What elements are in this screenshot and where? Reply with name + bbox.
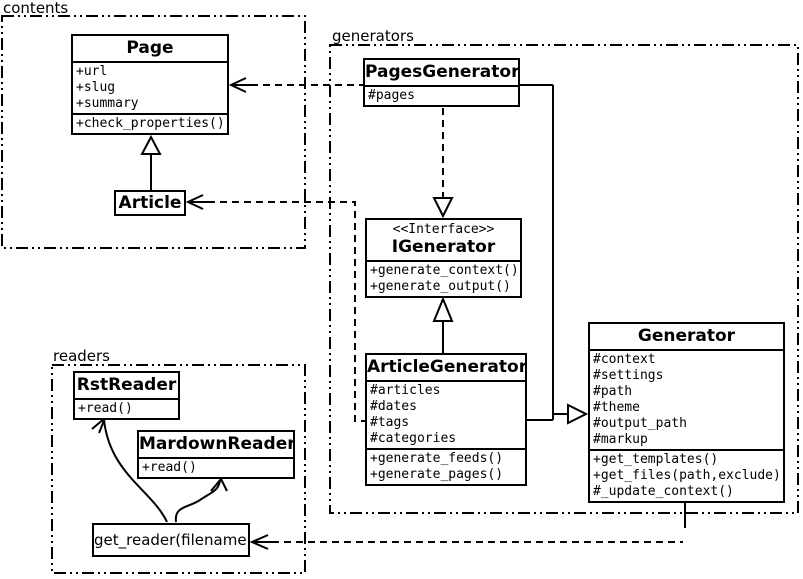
class-attributes-page: +url +slug +summary: [73, 61, 227, 113]
method: +get_templates(): [593, 452, 719, 467]
class-box-pagesgenerator: PagesGenerator #pages: [363, 58, 520, 107]
method: +read(): [78, 401, 133, 416]
attribute: #pages: [368, 88, 415, 103]
attribute: #categories: [370, 431, 457, 446]
class-title-page: Page: [126, 38, 174, 58]
inheritance-generators-to-generator: [520, 84, 589, 425]
class-title-articlegenerator: ArticleGenerator: [367, 357, 525, 377]
stereotype-interface: <<Interface>>: [392, 222, 495, 237]
class-methods-igenerator: +generate_context() +generate_output(): [367, 260, 520, 296]
dependency-articlegenerator-to-article: [185, 194, 365, 422]
class-methods-articlegenerator: +generate_feeds() +generate_pages(): [367, 448, 525, 484]
class-title-mardownreader: MardownReader: [139, 434, 293, 454]
package-label-contents: contents: [3, 0, 69, 17]
class-attributes-generator: #context #settings #path #theme #output_…: [590, 349, 783, 449]
method: #_update_context(): [593, 484, 734, 499]
inheritance-articlegenerator-to-igenerator: [432, 296, 454, 353]
attribute: #path: [593, 384, 633, 399]
class-methods-generator: +get_templates() +get_files(path,exclude…: [590, 449, 783, 501]
inheritance-article-to-page: [140, 134, 162, 190]
attribute: +url: [76, 64, 108, 79]
attribute: #markup: [593, 432, 648, 447]
attribute: +slug: [76, 80, 116, 95]
method: +generate_output(): [370, 279, 511, 294]
class-methods-page: +check_properties(): [73, 113, 227, 133]
class-box-page: Page +url +slug +summary +check_properti…: [71, 34, 229, 135]
class-methods-rstreader: +read(): [75, 398, 178, 418]
class-title-pagesgenerator: PagesGenerator: [365, 62, 518, 82]
attribute: #articles: [370, 383, 441, 398]
attribute: #dates: [370, 399, 417, 414]
package-frame-contents: [1, 15, 306, 249]
class-attributes-articlegenerator: #articles #dates #tags #categories: [367, 380, 525, 448]
class-box-mardownreader: MardownReader +read(): [137, 430, 295, 479]
attribute: #output_path: [593, 416, 687, 431]
attribute: +summary: [76, 96, 139, 111]
method: +get_files(path,exclude): [593, 468, 781, 483]
method: +generate_pages(): [370, 467, 504, 482]
class-title-generator: Generator: [637, 326, 736, 346]
class-box-generator: Generator #context #settings #path #them…: [588, 322, 785, 503]
class-box-articlegenerator: ArticleGenerator #articles #dates #tags …: [365, 353, 527, 486]
class-methods-mardownreader: +read(): [139, 457, 293, 477]
method: +generate_feeds(): [370, 451, 504, 466]
class-box-article: Article: [114, 190, 186, 216]
attribute: #tags: [370, 415, 410, 430]
class-box-igenerator: <<Interface>> IGenerator +generate_conte…: [365, 218, 522, 298]
association-getreader-to-mardownreader: [174, 477, 228, 523]
package-label-readers: readers: [53, 347, 110, 365]
function-box-get-reader: get_reader(filename): [92, 523, 250, 557]
realization-pagesgenerator-to-igenerator: [432, 108, 454, 219]
package-frame-generators: [329, 44, 799, 514]
class-title-article: Article: [118, 193, 182, 213]
method: +check_properties(): [76, 116, 225, 131]
method: +generate_context(): [370, 263, 519, 278]
package-frame-readers: [51, 364, 306, 574]
package-label-generators: generators: [332, 27, 414, 45]
attribute: #theme: [593, 400, 640, 415]
attribute: #context: [593, 352, 656, 367]
method: +read(): [142, 460, 197, 475]
class-title-igenerator: IGenerator: [391, 237, 496, 257]
attribute: #settings: [593, 368, 664, 383]
class-title-rstreader: RstReader: [76, 375, 177, 395]
class-box-rstreader: RstReader +read(): [73, 371, 180, 420]
dependency-generator-to-getreader: [249, 502, 686, 550]
dependency-pagesgenerator-to-page: [228, 77, 363, 93]
class-attributes-pagesgenerator: #pages: [365, 85, 518, 105]
